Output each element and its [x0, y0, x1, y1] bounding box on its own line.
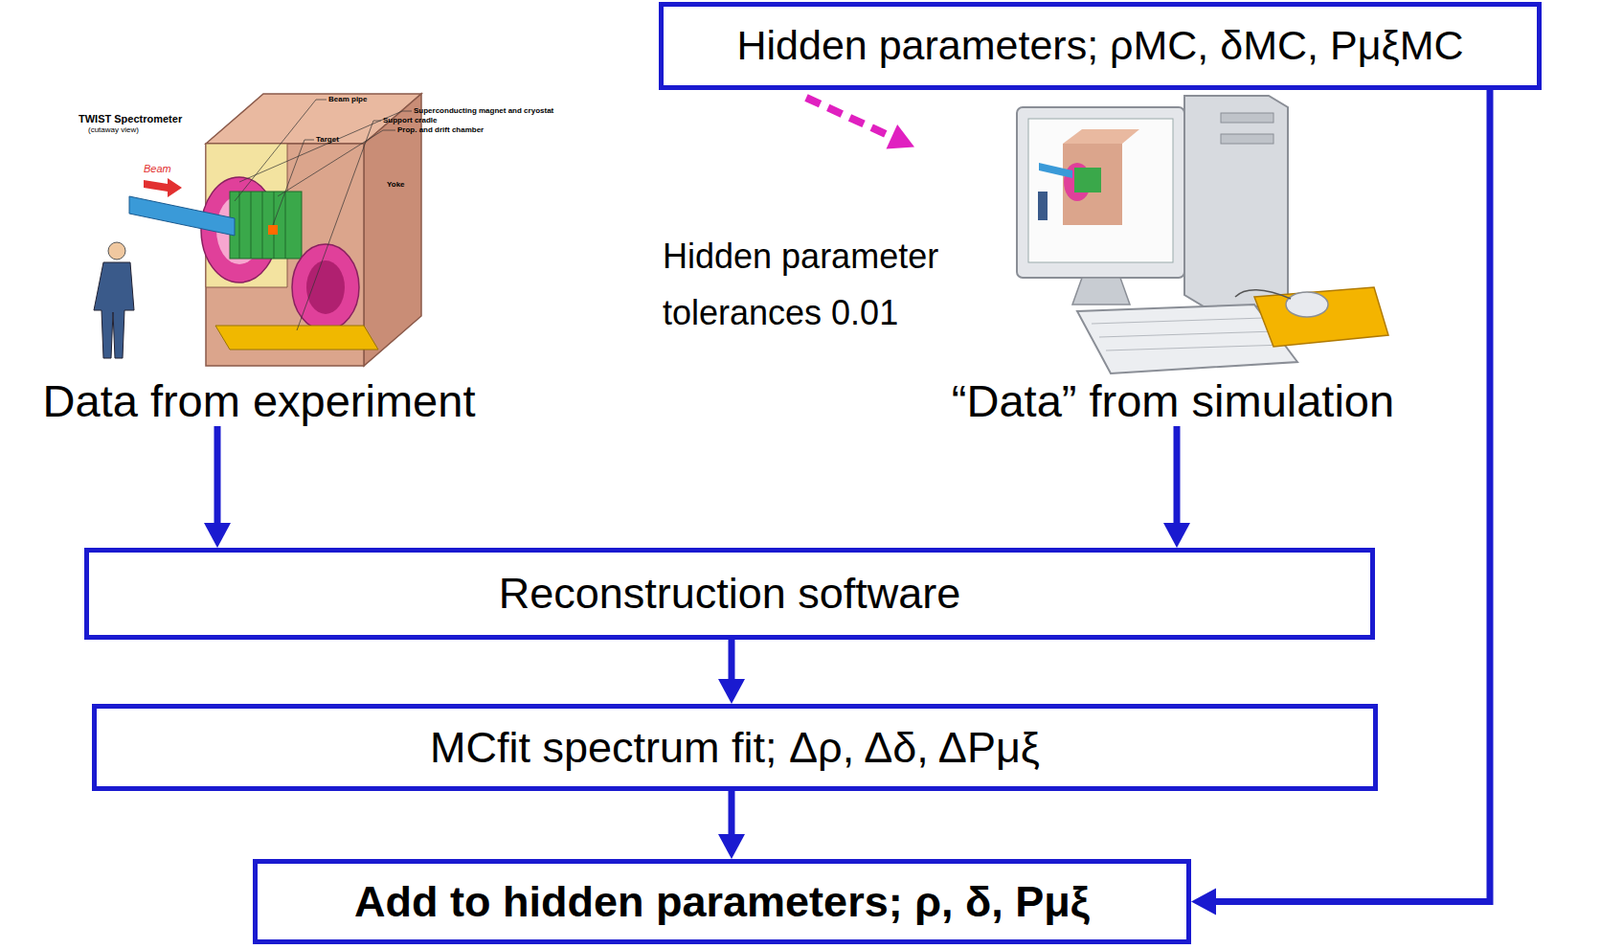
beam-label: Beam	[143, 162, 172, 176]
part-label: Support cradle	[383, 115, 437, 125]
connector-line	[728, 639, 736, 682]
dashed-arrow	[806, 97, 915, 150]
flow-arrow	[1163, 426, 1191, 548]
result-box: Add to hidden parameters; ρ, δ, Pμξ	[252, 858, 1192, 945]
arrow-head	[1191, 888, 1217, 916]
arrow-head	[718, 678, 745, 704]
caption-text: Data from experiment	[7, 376, 511, 427]
box-text: Add to hidden parameters; ρ, δ, Pμξ	[354, 878, 1090, 926]
part-label: Prop. and drift chamber	[397, 125, 484, 135]
connector-line	[214, 426, 222, 526]
arrow-head	[203, 522, 231, 548]
arrow-head	[718, 833, 745, 859]
computer-illustration	[1016, 95, 1389, 374]
flow-arrow	[203, 426, 231, 548]
part-label: Superconducting magnet and cryostat	[413, 106, 554, 115]
box-text: Hidden parameters; ρMC, δMC, PμξMC	[736, 22, 1464, 68]
caption-text: “Data” from simulation	[914, 376, 1432, 427]
simulation-illustration-node: “Data” from simulation	[914, 100, 1432, 427]
arrow-head	[886, 124, 915, 149]
flow-arrow	[718, 790, 745, 859]
connector-line	[728, 790, 736, 837]
part-label: Beam pipe	[328, 94, 367, 104]
arrow-head	[1163, 522, 1191, 548]
process-box: MCfit spectrum fit; Δρ, Δδ, ΔPμξ	[91, 703, 1378, 791]
process-box: Reconstruction software	[84, 547, 1375, 640]
part-label: Target	[315, 135, 339, 144]
flow-arrow	[1191, 90, 1490, 916]
illustration-subtitle: (cutaway view)	[88, 125, 139, 135]
flow-arrow	[718, 639, 745, 704]
connector-line	[806, 97, 895, 138]
illustration-title: TWIST Spectrometer	[78, 112, 182, 126]
connector-line	[1173, 426, 1181, 526]
part-label: Yoke	[386, 180, 406, 189]
hidden-parameters-box: Hidden parameters; ρMC, δMC, PμξMC	[658, 1, 1542, 91]
spectrometer-illustration	[93, 93, 422, 366]
experiment-illustration-node: Data from experiment	[7, 90, 511, 427]
box-text: MCfit spectrum fit; Δρ, Δδ, ΔPμξ	[429, 723, 1040, 772]
note-text: Hidden parameter tolerances 0.01	[662, 227, 993, 342]
box-text: Reconstruction software	[498, 569, 962, 618]
